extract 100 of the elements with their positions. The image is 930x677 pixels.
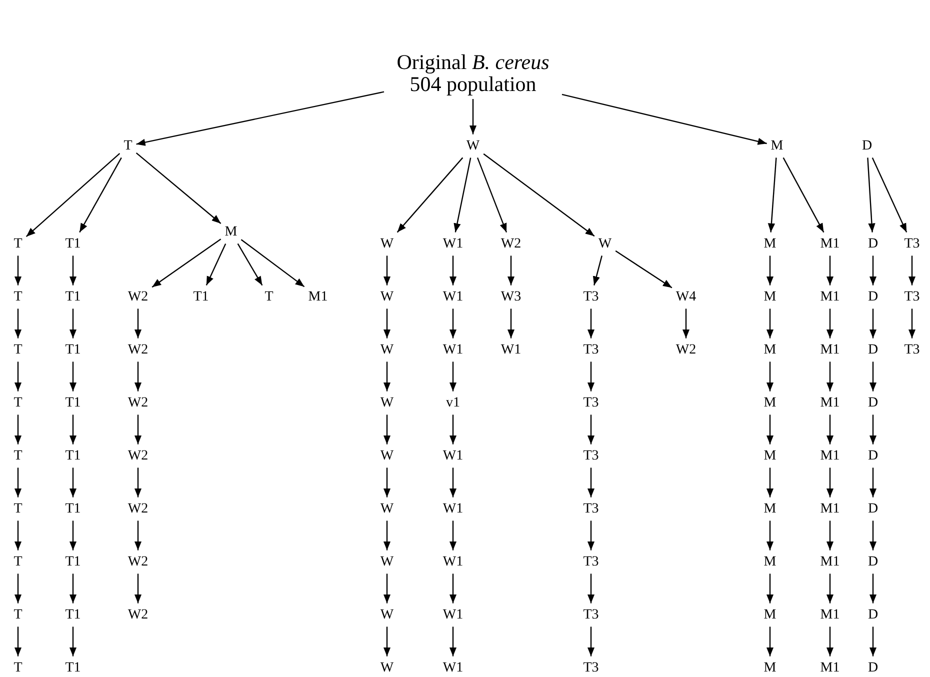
strain-label: W1	[500, 342, 522, 358]
arrow	[587, 308, 595, 338]
arrow	[507, 256, 515, 286]
arrow	[867, 158, 876, 232]
arrow	[908, 308, 916, 338]
strain-label: T3	[583, 448, 599, 464]
arrow	[26, 152, 120, 238]
arrow	[587, 468, 595, 498]
strain-label: W4	[676, 289, 696, 305]
strain-label: M	[764, 448, 776, 464]
strain-label: M1	[820, 289, 840, 305]
arrow	[768, 158, 777, 232]
strain-label: T3	[904, 236, 920, 252]
arrow	[826, 308, 834, 338]
arrow	[449, 308, 457, 338]
arrow	[766, 468, 774, 498]
arrow	[826, 468, 834, 498]
arrow	[766, 574, 774, 604]
arrow	[869, 574, 877, 604]
strain-label: T3	[583, 395, 599, 411]
arrow	[587, 362, 595, 392]
arrow	[826, 256, 834, 286]
arrow	[587, 414, 595, 444]
arrow	[908, 256, 916, 286]
strain-label: M	[764, 501, 776, 517]
strain-label: D	[868, 289, 878, 305]
strain-label: T	[14, 607, 22, 623]
arrow	[383, 574, 391, 604]
arrow	[562, 94, 767, 145]
strain-label: T1	[65, 554, 81, 570]
arrow	[869, 626, 877, 656]
strain-label: T3	[583, 342, 599, 358]
arrow	[872, 157, 908, 233]
arrow	[69, 256, 77, 286]
strain-label: T	[124, 138, 132, 154]
strain-label: W1	[442, 448, 464, 464]
arrow	[826, 362, 834, 392]
arrow	[766, 520, 774, 550]
arrow	[237, 243, 263, 286]
arrow	[449, 414, 457, 444]
strain-label: W2	[128, 501, 148, 517]
strain-label: W2	[500, 236, 522, 252]
strain-label: W	[380, 236, 394, 252]
strain-label: W	[380, 395, 394, 411]
arrow	[449, 362, 457, 392]
strain-label: D	[862, 138, 872, 154]
arrow	[206, 243, 226, 286]
arrow	[14, 362, 22, 392]
population-label: Original B. cereus 504 population	[388, 50, 558, 96]
arrow	[79, 157, 122, 233]
arrow	[14, 414, 22, 444]
arrow	[869, 256, 877, 286]
strain-label: W	[380, 289, 394, 305]
arrow	[766, 308, 774, 338]
arrow	[587, 574, 595, 604]
arrow	[826, 626, 834, 656]
arrow	[469, 99, 477, 134]
strain-label: W2	[128, 342, 148, 358]
strain-label: T	[14, 660, 22, 676]
arrow	[14, 574, 22, 604]
strain-label: W	[380, 660, 394, 676]
arrow	[869, 414, 877, 444]
strain-label: T1	[65, 289, 81, 305]
arrow	[69, 520, 77, 550]
arrow	[14, 520, 22, 550]
strain-label: D	[868, 236, 878, 252]
arrow	[134, 574, 142, 604]
arrow	[69, 626, 77, 656]
strain-label: T	[14, 395, 22, 411]
strain-label: T1	[65, 342, 81, 358]
arrow	[134, 520, 142, 550]
arrow	[454, 158, 472, 232]
arrow	[587, 520, 595, 550]
strain-label: T1	[65, 448, 81, 464]
strain-label: M	[224, 224, 238, 240]
strain-label: T3	[583, 554, 599, 570]
arrow	[782, 157, 824, 233]
arrow	[134, 414, 142, 444]
strain-label: M	[764, 660, 776, 676]
strain-label: v1	[446, 395, 460, 411]
strain-label: W3	[500, 289, 522, 305]
arrow	[136, 152, 222, 224]
strain-label: M1	[820, 554, 840, 570]
strain-label: W1	[442, 289, 464, 305]
strain-label: M1	[820, 236, 840, 252]
strain-label: D	[868, 554, 878, 570]
arrow	[869, 308, 877, 338]
arrow	[14, 256, 22, 286]
arrow	[69, 574, 77, 604]
strain-label: W1	[442, 342, 464, 358]
arrow	[69, 362, 77, 392]
strain-label: W	[598, 236, 612, 252]
strain-label: T3	[904, 342, 920, 358]
strain-label: T	[14, 448, 22, 464]
arrow	[134, 362, 142, 392]
arrow	[396, 157, 464, 233]
arrow	[383, 256, 391, 286]
strain-label: T	[264, 289, 274, 305]
arrow	[134, 468, 142, 498]
strain-label: T1	[65, 607, 81, 623]
